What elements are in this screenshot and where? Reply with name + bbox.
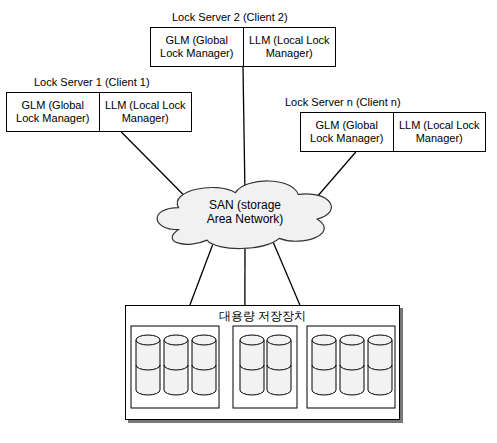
manager-box: GLM (Global Lock Manager) [300,112,394,152]
disk-group [307,326,395,408]
disk-cylinder [267,335,291,395]
manager-box: LLM (Local Lock Manager) [244,27,337,67]
disk-cylinder [240,335,264,395]
disk-cylinder [312,335,336,395]
san-label: SAN (storage Area Network) [197,198,293,226]
lock-server-group: Lock Server 1 (Client 1)GLM (Global Lock… [6,92,192,132]
server-heading: Lock Server n (Client n) [285,96,401,109]
disk-cylinder [340,335,364,395]
lock-server-group: Lock Server n (Client n)GLM (Global Lock… [300,112,486,152]
manager-box: GLM (Global Lock Manager) [6,92,100,132]
san-cloud: SAN (storage Area Network) [150,168,340,256]
cloud-shape [157,181,331,249]
disk-group [131,326,219,408]
manager-label: GLM (Global Lock Manager) [154,34,240,60]
disk-group [233,326,297,408]
manager-label: LLM (Local Lock Manager) [103,99,189,125]
manager-label: LLM (Local Lock Manager) [247,34,333,60]
storage-label: 대용량 저장장치 [126,306,399,323]
connector-line [121,132,191,203]
manager-label: LLM (Local Lock Manager) [397,119,483,145]
disk-cylinder [136,335,160,395]
manager-label: GLM (Global Lock Manager) [10,99,96,125]
server-heading: Lock Server 2 (Client 2) [172,11,288,24]
disk-cylinder [164,335,188,395]
manager-box: LLM (Local Lock Manager) [100,92,193,132]
disk-cylinder [192,335,216,395]
lock-server-group: Lock Server 2 (Client 2)GLM (Global Lock… [150,27,336,67]
storage-box: 대용량 저장장치 [125,305,400,420]
connector-line [243,67,245,194]
manager-box: GLM (Global Lock Manager) [150,27,244,67]
manager-box: LLM (Local Lock Manager) [394,112,487,152]
server-heading: Lock Server 1 (Client 1) [34,76,150,89]
disk-cylinder [368,335,392,395]
manager-label: GLM (Global Lock Manager) [304,119,390,145]
